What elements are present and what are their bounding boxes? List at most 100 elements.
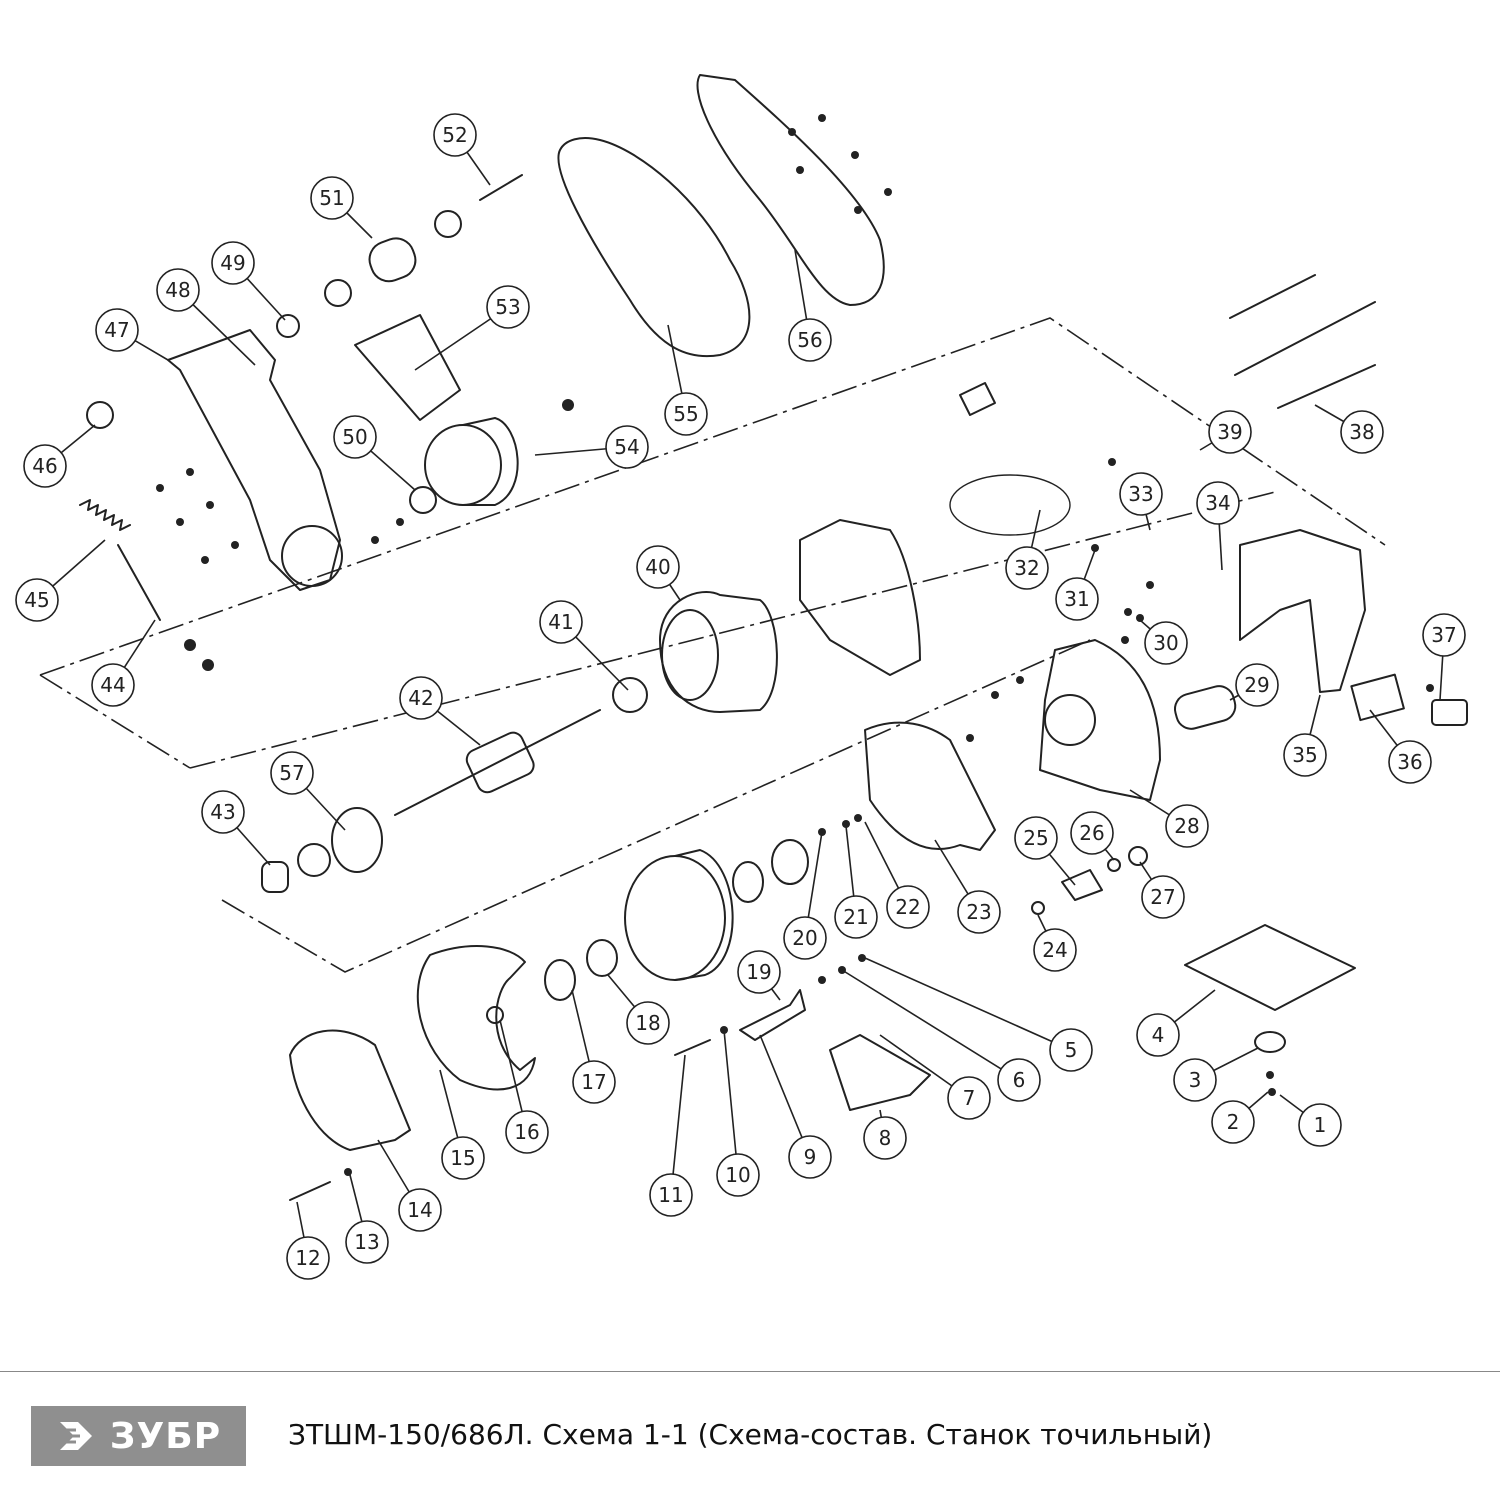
- part-35-belt-cover: [1239, 529, 1366, 693]
- callout-18: 18: [626, 1001, 670, 1045]
- callout-number: 36: [1397, 750, 1422, 774]
- callout-17: 17: [572, 1060, 616, 1104]
- callout-26: 26: [1070, 811, 1114, 855]
- callout-4: 4: [1136, 1013, 1180, 1057]
- callout-number: 39: [1217, 420, 1242, 444]
- callout-number: 34: [1205, 491, 1230, 515]
- callout-number: 33: [1128, 482, 1153, 506]
- callout-number: 37: [1431, 623, 1456, 647]
- callout-number: 23: [966, 900, 991, 924]
- callout-number: 22: [895, 895, 920, 919]
- callout-23: 23: [957, 890, 1001, 934]
- part-43-bearing: [297, 843, 331, 877]
- part-16-nut: [486, 1006, 504, 1024]
- callout-number: 13: [354, 1230, 379, 1254]
- callout-number: 27: [1150, 885, 1175, 909]
- callout-38: 38: [1340, 410, 1384, 454]
- part-18-flange: [586, 939, 618, 977]
- callout-7: 7: [947, 1076, 991, 1120]
- middle-section-frame: [189, 491, 1276, 769]
- callout-number: 29: [1244, 673, 1269, 697]
- callout-25: 25: [1014, 816, 1058, 860]
- callout-52: 52: [433, 113, 477, 157]
- callout-24: 24: [1033, 928, 1077, 972]
- callout-46: 46: [23, 444, 67, 488]
- leader-9: [759, 1034, 811, 1158]
- callout-44: 44: [91, 663, 135, 707]
- brand-logo-text: ЗУБР: [109, 1415, 222, 1457]
- callout-number: 4: [1152, 1023, 1165, 1047]
- upper-section-frame: [39, 317, 1386, 676]
- part-44-rod: [117, 544, 161, 621]
- callout-20: 20: [783, 916, 827, 960]
- callout-number: 53: [495, 295, 520, 319]
- callout-33: 33: [1119, 472, 1163, 516]
- callout-40: 40: [636, 545, 680, 589]
- callout-number: 20: [792, 926, 817, 950]
- callout-number: 54: [614, 435, 639, 459]
- grinding-wheel: [624, 855, 726, 981]
- callout-number: 32: [1014, 556, 1039, 580]
- lower-section-frame: [221, 639, 1091, 973]
- callout-21: 21: [834, 895, 878, 939]
- brand-arrow-icon: [59, 1422, 92, 1450]
- part-46-knob: [86, 401, 114, 429]
- callout-number: 21: [843, 905, 868, 929]
- model-name: ЗТШМ-150/686Л.: [288, 1418, 534, 1451]
- diagram-caption: ЗТШМ-150/686Л. Схема 1-1 (Схема-состав. …: [288, 1418, 1212, 1451]
- callout-42: 42: [399, 676, 443, 720]
- part-52-bearing-b: [324, 279, 352, 307]
- callout-number: 31: [1064, 587, 1089, 611]
- callout-number: 2: [1227, 1110, 1240, 1134]
- part-9-bracket: [739, 989, 806, 1041]
- callout-28: 28: [1165, 804, 1209, 848]
- diagram-description: Схема 1-1 (Схема-состав. Станок точильны…: [533, 1418, 1213, 1451]
- callout-number: 35: [1292, 743, 1317, 767]
- callout-34: 34: [1196, 481, 1240, 525]
- callout-number: 24: [1042, 938, 1067, 962]
- callout-number: 47: [104, 318, 129, 342]
- callout-13: 13: [345, 1220, 389, 1264]
- callout-54: 54: [605, 425, 649, 469]
- callout-number: 51: [319, 186, 344, 210]
- callout-15: 15: [441, 1136, 485, 1180]
- callout-number: 11: [658, 1183, 683, 1207]
- callout-9: 9: [788, 1135, 832, 1179]
- callout-39: 39: [1208, 410, 1252, 454]
- part-43-ring: [261, 861, 289, 893]
- callout-number: 57: [279, 761, 304, 785]
- part-25-plate: [1061, 869, 1103, 901]
- callout-number: 50: [342, 425, 367, 449]
- leader-11: [670, 1054, 686, 1196]
- callout-number: 14: [407, 1198, 432, 1222]
- callout-10: 10: [716, 1153, 760, 1197]
- part-12-screw: [289, 1181, 331, 1201]
- callout-22: 22: [886, 885, 930, 929]
- flange-right-b: [771, 839, 809, 885]
- callout-55: 55: [664, 392, 708, 436]
- callout-5: 5: [1049, 1028, 1093, 1072]
- callout-number: 16: [514, 1120, 539, 1144]
- part-28-end-cover: [1039, 639, 1161, 801]
- part-49-washer: [276, 314, 300, 338]
- callout-49: 49: [211, 241, 255, 285]
- callout-30: 30: [1144, 621, 1188, 665]
- callout-36: 36: [1388, 740, 1432, 784]
- callout-number: 10: [725, 1163, 750, 1187]
- callout-32: 32: [1005, 546, 1049, 590]
- motor-housing: [799, 519, 921, 676]
- part-51-sleeve: [368, 237, 417, 283]
- part-23-guard-plate: [864, 721, 996, 851]
- callout-41: 41: [539, 600, 583, 644]
- part-26-washer: [1107, 858, 1121, 872]
- callout-number: 19: [746, 960, 771, 984]
- callout-number: 55: [673, 402, 698, 426]
- part-4-base-plate: [1184, 924, 1356, 1011]
- part-41-bearing: [612, 677, 648, 713]
- callout-35: 35: [1283, 733, 1327, 777]
- part-54-drum: [424, 424, 502, 506]
- callout-number: 5: [1065, 1038, 1078, 1062]
- callout-43: 43: [201, 790, 245, 834]
- callout-48: 48: [156, 268, 200, 312]
